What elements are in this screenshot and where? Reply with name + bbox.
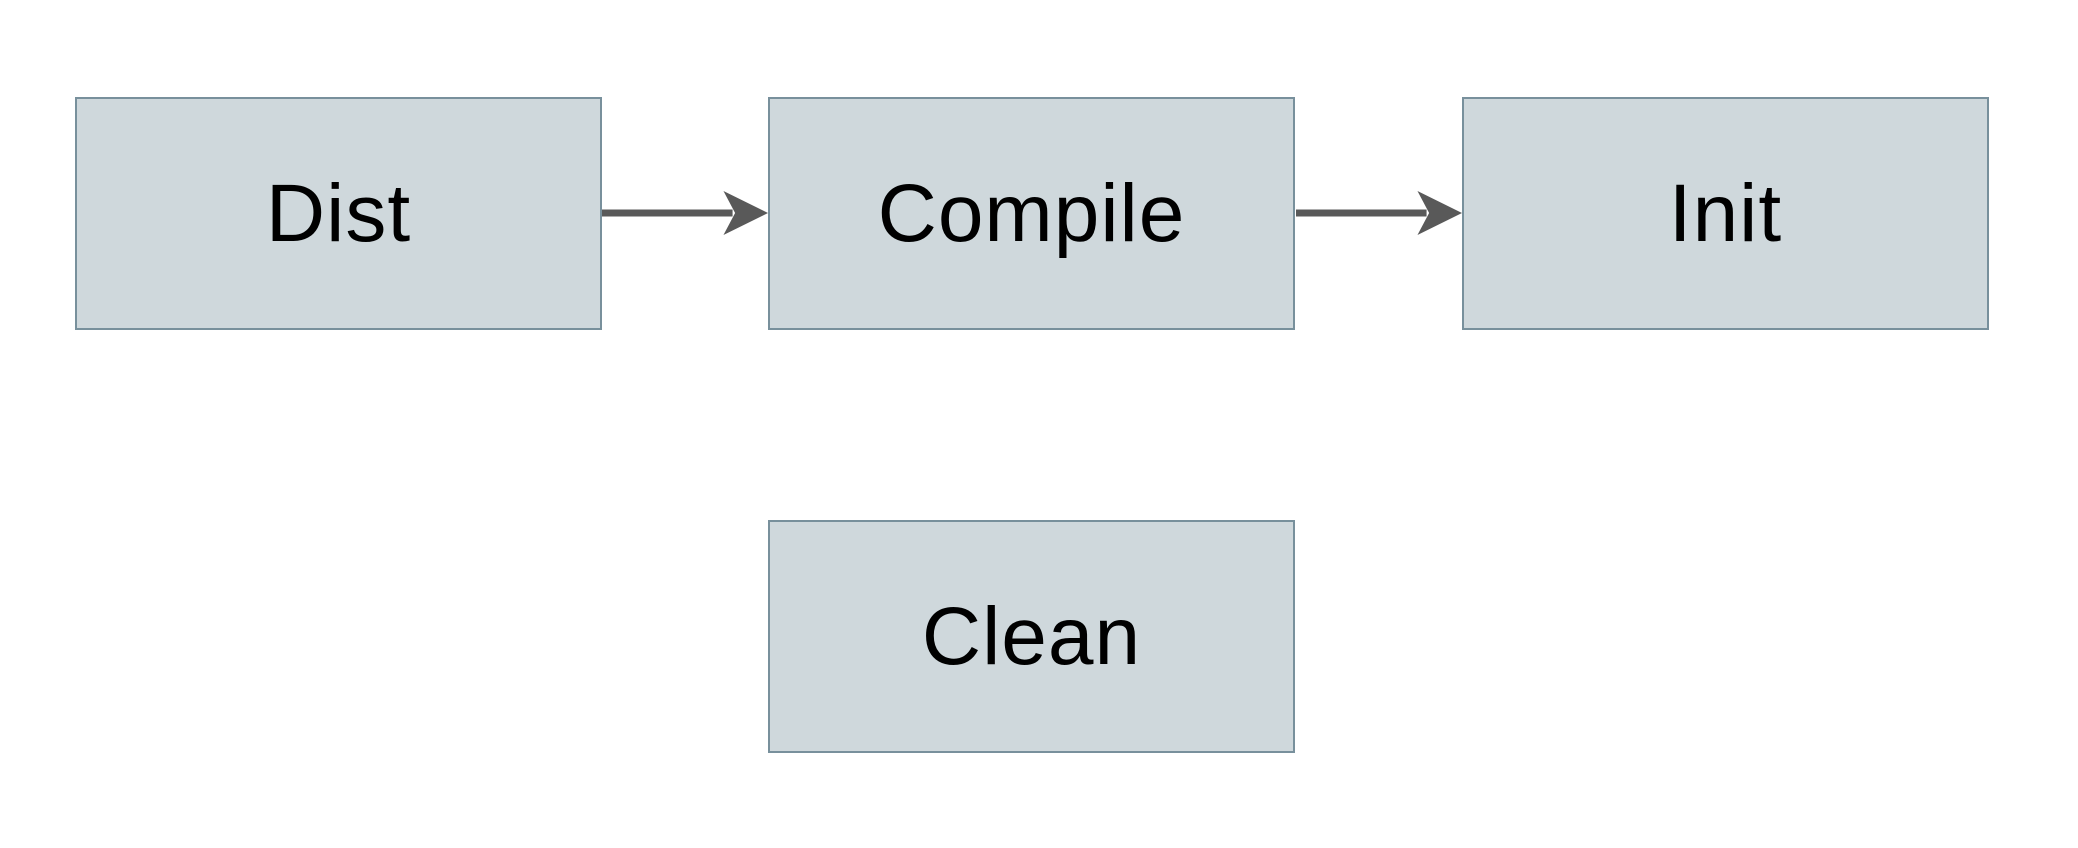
node-compile-label: Compile [877, 167, 1186, 259]
node-clean-label: Clean [921, 590, 1142, 682]
arrow-right-icon-compile-to-init [1296, 191, 1462, 235]
node-init: Init [1462, 97, 1989, 330]
node-compile: Compile [768, 97, 1295, 330]
node-dist-label: Dist [265, 167, 412, 259]
node-init-label: Init [1668, 167, 1783, 259]
arrow-right-icon-dist-to-compile [602, 191, 768, 235]
node-clean: Clean [768, 520, 1295, 753]
node-dist: Dist [75, 97, 602, 330]
